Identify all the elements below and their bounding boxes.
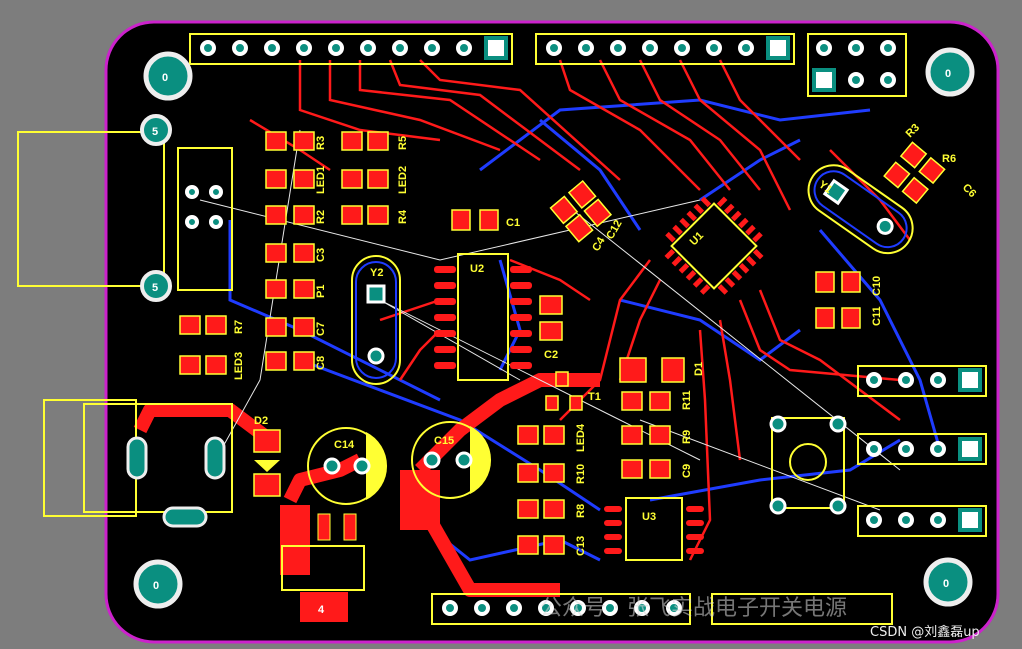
pads-t1-cluster bbox=[517, 357, 685, 555]
label-led4: LED4 bbox=[575, 423, 587, 452]
label-c15: C15 bbox=[434, 435, 454, 447]
watermark-text: 公众号 · 张飞实战电子开关电源 bbox=[540, 596, 847, 621]
ic-u3 bbox=[604, 497, 704, 561]
push-button[interactable] bbox=[769, 415, 847, 515]
label-c11: C11 bbox=[871, 306, 883, 326]
ic-u1 bbox=[664, 196, 764, 295]
header-bottom-right bbox=[711, 593, 893, 625]
label-led1: LED1 bbox=[315, 166, 327, 194]
label-r4: R4 bbox=[397, 209, 409, 224]
header-bottom-pins[interactable] bbox=[442, 600, 682, 616]
label-r11: R11 bbox=[681, 390, 693, 410]
header-top-right bbox=[807, 33, 907, 97]
label-r8: R8 bbox=[575, 504, 587, 518]
label-p1: P1 bbox=[315, 285, 327, 298]
label-r5: R5 bbox=[397, 136, 409, 150]
label-u3: U3 bbox=[642, 511, 656, 523]
ic-u2 bbox=[434, 253, 532, 381]
label-r2: R2 bbox=[315, 210, 327, 224]
label-d1: D1 bbox=[693, 362, 705, 376]
header-bottom bbox=[431, 593, 691, 625]
mount-holes bbox=[133, 47, 975, 609]
pads-r6-c6 bbox=[883, 141, 946, 205]
dc-jack bbox=[43, 399, 233, 528]
label-led2: LED2 bbox=[397, 166, 409, 194]
label-c8: C8 bbox=[315, 356, 327, 370]
regulator-footprint bbox=[281, 513, 365, 622]
mount-hole-label: 0 bbox=[153, 580, 159, 592]
usb-connector bbox=[17, 114, 233, 302]
pads-c4-c12 bbox=[549, 179, 613, 243]
label-c3: C3 bbox=[315, 248, 327, 262]
label-r9: R9 bbox=[681, 430, 693, 444]
label-r6: R6 bbox=[942, 153, 956, 165]
label-c10: C10 bbox=[871, 276, 883, 296]
usb-hole-label: 5 bbox=[152, 282, 158, 294]
header-right-group[interactable] bbox=[857, 365, 987, 537]
header-top-left bbox=[189, 33, 513, 65]
label-u2: U2 bbox=[470, 263, 484, 275]
header-top-right-pins[interactable] bbox=[816, 40, 896, 88]
mount-hole-label: 0 bbox=[162, 72, 168, 84]
crystal-y1 bbox=[807, 164, 914, 255]
header-top-left-pins[interactable] bbox=[200, 40, 472, 56]
cap-c15 bbox=[411, 421, 492, 499]
label-t1: T1 bbox=[588, 391, 601, 403]
smd-pads-left bbox=[179, 131, 389, 375]
header-top-mid-pins[interactable] bbox=[546, 40, 754, 56]
pads-c1-c2 bbox=[451, 209, 563, 341]
usb-hole-label: 5 bbox=[152, 126, 158, 138]
label-c9: C9 bbox=[681, 464, 693, 478]
pads-c10-c11 bbox=[815, 271, 861, 329]
label-d2: D2 bbox=[254, 415, 268, 427]
label-c7: C7 bbox=[315, 322, 327, 336]
label-r3: R3 bbox=[315, 136, 327, 150]
power-pour bbox=[280, 470, 440, 575]
mount-hole-label: 0 bbox=[943, 578, 949, 590]
label-c2: C2 bbox=[544, 349, 558, 361]
label-led3: LED3 bbox=[233, 352, 245, 380]
label-y2: Y2 bbox=[370, 267, 383, 279]
crystal-y2 bbox=[351, 255, 401, 385]
label-c1: C1 bbox=[506, 217, 520, 229]
mount-hole-label: 0 bbox=[945, 68, 951, 80]
cap-c14 bbox=[307, 427, 388, 505]
label-r10: R10 bbox=[575, 464, 587, 484]
label-c13: C13 bbox=[575, 536, 587, 556]
diode-d2 bbox=[253, 429, 281, 497]
credit-text: CSDN @刘鑫磊up bbox=[870, 624, 980, 640]
label-r7: R7 bbox=[233, 320, 245, 334]
label-pad4: 4 bbox=[318, 604, 325, 616]
label-c14: C14 bbox=[334, 439, 355, 451]
header-top-mid bbox=[535, 33, 795, 65]
